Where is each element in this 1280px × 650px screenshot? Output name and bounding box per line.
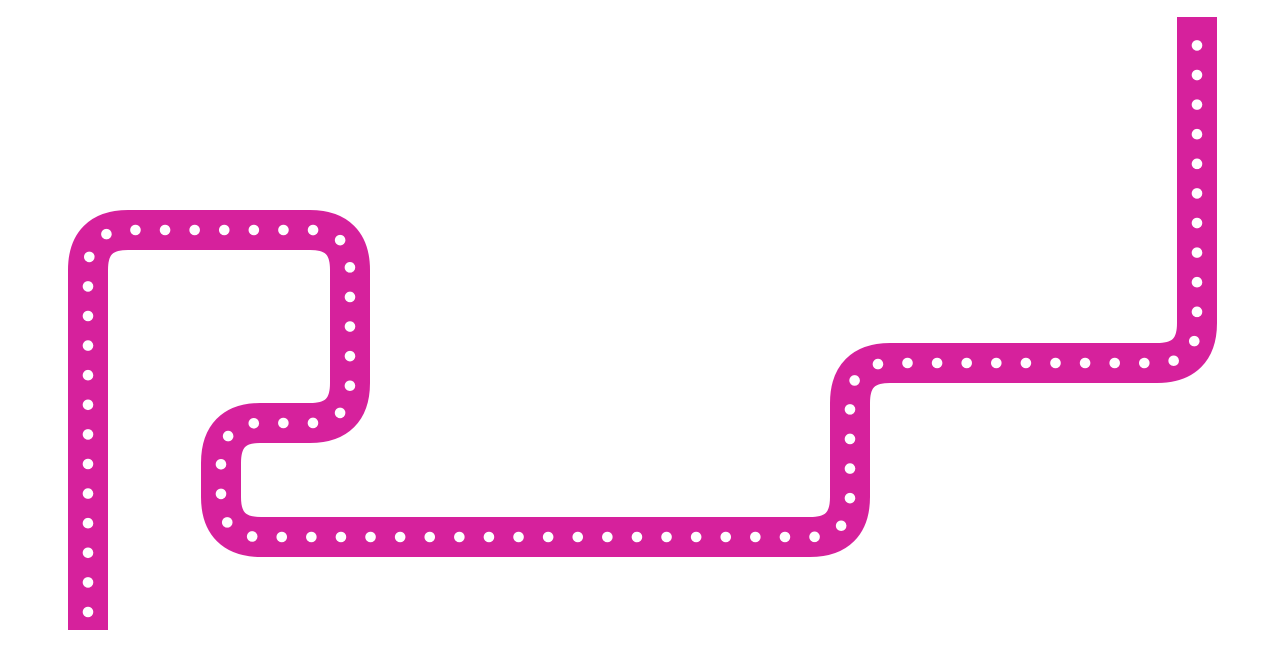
track-dot xyxy=(82,488,94,499)
track-dot xyxy=(82,399,94,411)
track-dot xyxy=(844,492,856,504)
track-dot xyxy=(159,224,171,236)
track-dot xyxy=(1191,188,1203,199)
track-dot xyxy=(84,251,95,263)
track-dot xyxy=(454,531,465,543)
track-dot xyxy=(961,357,973,369)
track-dot xyxy=(215,458,227,470)
track-dot xyxy=(365,531,376,543)
track-dot xyxy=(690,531,702,543)
track-dot xyxy=(849,375,860,386)
track-dot xyxy=(334,234,346,246)
track-dot xyxy=(221,517,233,528)
track-dot xyxy=(1191,128,1203,140)
track-dot xyxy=(394,531,406,543)
track-dot xyxy=(130,224,141,236)
track-dot xyxy=(483,531,495,543)
track-dot xyxy=(246,531,258,542)
track-dot xyxy=(661,531,672,543)
track-dot xyxy=(82,340,94,351)
track-dot xyxy=(1191,40,1203,51)
track-dot xyxy=(334,407,346,419)
track-dot xyxy=(844,404,856,415)
track-dot xyxy=(248,224,260,236)
track-dot xyxy=(1139,357,1150,369)
track-dot xyxy=(513,531,524,543)
track-dot xyxy=(424,531,436,543)
track-dot xyxy=(307,417,319,429)
track-dot xyxy=(82,281,94,292)
track-dot xyxy=(844,463,856,474)
track-dot xyxy=(276,531,288,543)
track-dot xyxy=(835,520,847,532)
track-dot xyxy=(306,531,317,543)
track-dot xyxy=(222,430,234,442)
track-dot xyxy=(1191,99,1203,110)
track-dot xyxy=(844,433,856,445)
track-dot xyxy=(82,547,94,559)
track-dot xyxy=(1191,69,1203,81)
track-dot xyxy=(344,321,356,332)
track-dot xyxy=(809,531,820,543)
track-dot xyxy=(278,224,289,236)
track-dot xyxy=(572,531,584,543)
track-dot xyxy=(1050,357,1061,369)
track-dot xyxy=(248,417,260,429)
track-dot xyxy=(720,531,732,543)
track-dot xyxy=(902,357,913,369)
track-dot xyxy=(344,380,356,392)
track-dot xyxy=(344,262,356,273)
track-dot xyxy=(189,224,200,236)
track-dot xyxy=(779,531,791,543)
track-dot xyxy=(215,488,227,500)
track-dot xyxy=(602,531,613,543)
track-dot xyxy=(82,310,94,322)
track-dot xyxy=(82,369,94,381)
track-dot xyxy=(82,606,94,618)
track-dot xyxy=(344,291,356,303)
track-dot xyxy=(1191,247,1203,258)
track-dot xyxy=(82,517,94,529)
track-dot xyxy=(82,458,94,470)
track-dot xyxy=(872,358,884,370)
track-dot xyxy=(307,224,319,236)
track-dot xyxy=(1191,158,1203,170)
track-dot xyxy=(335,531,347,543)
track-dot xyxy=(278,417,289,429)
track-dot xyxy=(631,531,643,543)
track-dot xyxy=(218,224,230,236)
track-dot xyxy=(1109,357,1121,369)
track-dot xyxy=(1020,357,1032,369)
track-dots xyxy=(82,40,1203,618)
track-dot xyxy=(750,531,761,543)
track-dot xyxy=(1079,357,1091,369)
track-dot xyxy=(1168,355,1179,367)
track-dot xyxy=(991,357,1002,369)
track-dot xyxy=(82,577,94,588)
track-dot xyxy=(101,228,112,240)
track-dot xyxy=(1188,335,1200,347)
track-dot xyxy=(1191,217,1203,229)
track-dot xyxy=(931,357,943,369)
track-dot xyxy=(82,429,94,440)
track-dot xyxy=(1191,306,1203,318)
track-dot xyxy=(344,350,356,362)
track-dot xyxy=(1191,276,1203,288)
track-dot xyxy=(542,531,554,543)
